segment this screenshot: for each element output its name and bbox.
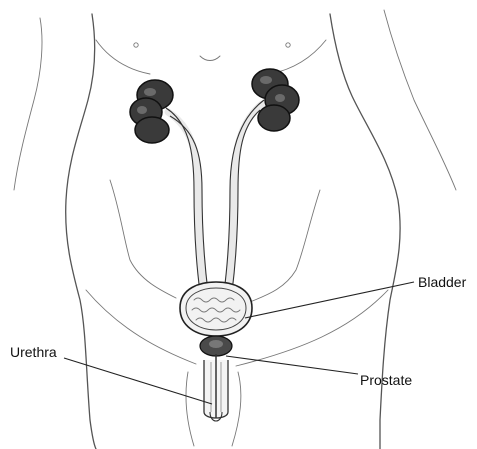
urethra [204, 354, 228, 421]
prostate-leader-line [226, 356, 358, 374]
left-ureter [166, 108, 208, 292]
prostate-label: Prostate [360, 372, 412, 388]
urethra-label: Urethra [10, 344, 57, 360]
bladder [180, 282, 252, 336]
urethra-leader-line [64, 358, 212, 404]
right-ureter [224, 100, 264, 292]
bladder-label: Bladder [418, 274, 467, 290]
right-kidney [252, 69, 299, 131]
prostate [200, 336, 232, 356]
